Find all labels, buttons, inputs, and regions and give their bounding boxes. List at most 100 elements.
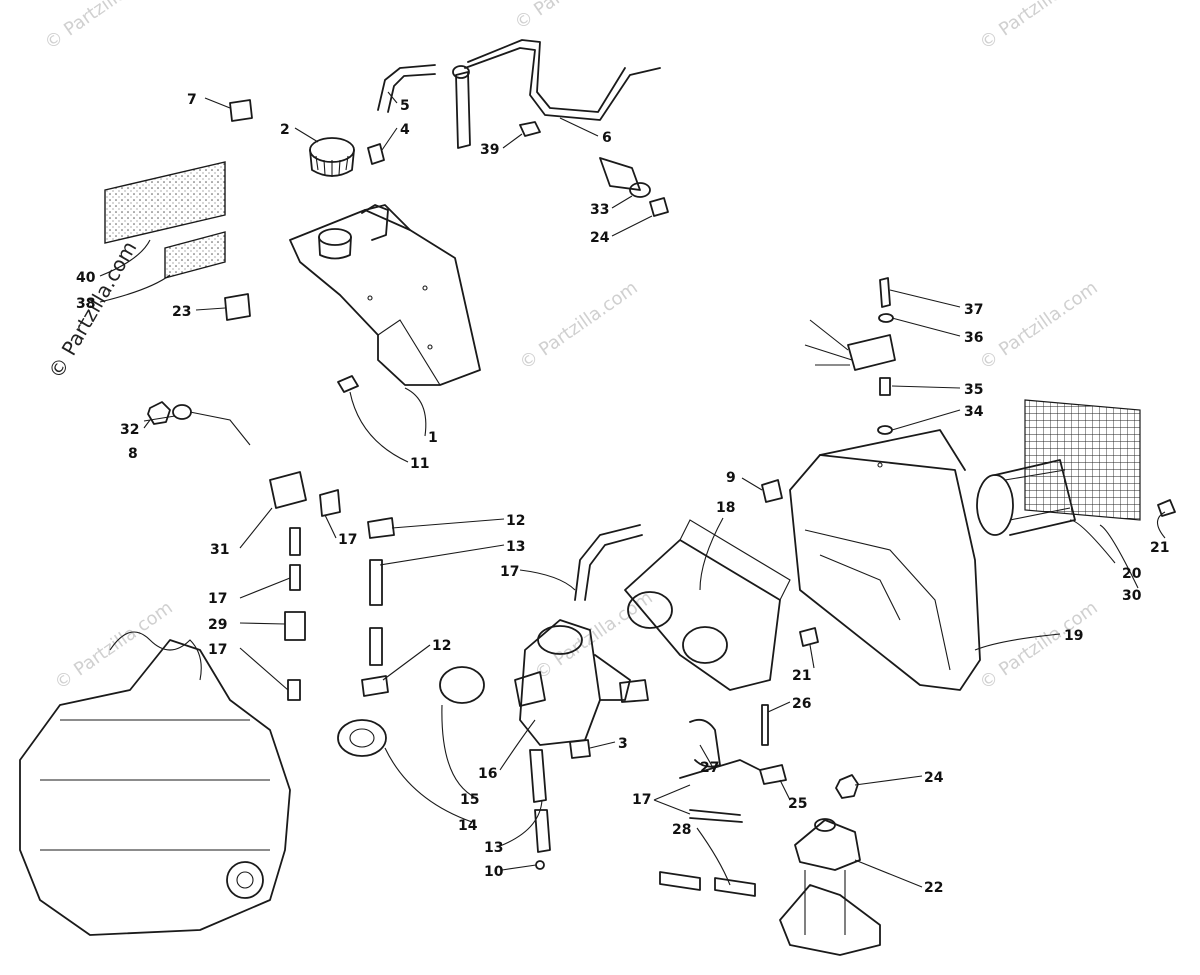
callout-20: 20 (1122, 566, 1142, 582)
callout-labels: 7 2 5 4 6 39 33 24 40 38 23 1 11 32 8 31… (76, 92, 1169, 896)
watermark-8: © Partzilla.com (976, 597, 1102, 694)
fuel-filter-29 (284, 611, 306, 641)
callout-28: 28 (672, 822, 691, 838)
fuel-tank (289, 204, 481, 386)
clamp-3 (569, 739, 591, 759)
clamp-27 (689, 718, 721, 768)
callout-21-a: 21 (792, 668, 811, 684)
hose-13-a (369, 559, 383, 606)
callout-1: 1 (428, 430, 438, 446)
callout-8: 8 (128, 446, 138, 462)
callout-11: 11 (410, 456, 429, 472)
watermark-5: © Partzilla.com (976, 277, 1102, 374)
hose-13-b (529, 749, 547, 803)
engine-block (19, 631, 291, 936)
watermark-2: © Partzilla.com (511, 0, 637, 34)
clamp-12-a (367, 517, 395, 539)
intake-adapter (624, 519, 791, 691)
fitting-4 (367, 143, 385, 165)
callout-13-a: 13 (506, 539, 525, 555)
hose-28-b (714, 877, 756, 897)
callout-17-b: 17 (500, 564, 519, 580)
callout-34: 34 (964, 404, 984, 420)
fitting-11 (337, 375, 359, 393)
hose-17-d (689, 809, 743, 823)
callout-3: 3 (618, 736, 628, 752)
callout-18: 18 (716, 500, 735, 516)
nut-32 (147, 401, 171, 425)
callout-2: 2 (280, 122, 290, 138)
watermarks: © Partzilla.com © Partzilla.com © Partzi… (41, 0, 1102, 694)
callout-40: 40 (76, 270, 96, 286)
callout-24-b: 24 (924, 770, 944, 786)
callout-33: 33 (590, 202, 609, 218)
callout-31: 31 (210, 542, 229, 558)
callout-35: 35 (964, 382, 983, 398)
callout-17-c: 17 (208, 591, 227, 607)
gasket-23 (224, 293, 251, 321)
callout-17-e: 17 (632, 792, 651, 808)
plug-10 (535, 860, 545, 870)
callout-16: 16 (478, 766, 497, 782)
air-screen (1024, 399, 1141, 521)
switch-assembly (804, 277, 896, 435)
watermark-4: © Partzilla.com (516, 277, 642, 374)
hose-17-b (574, 524, 641, 601)
hose-17-a (319, 489, 341, 517)
part-drawings (19, 39, 1176, 956)
callout-29: 29 (208, 617, 227, 633)
fuel-cap (309, 137, 355, 177)
callout-32: 32 (120, 422, 139, 438)
callout-6: 6 (602, 130, 612, 146)
decal-40 (104, 161, 226, 244)
watermark-7: © Partzilla.com (531, 587, 657, 684)
callout-23: 23 (172, 304, 191, 320)
valve-31 (269, 471, 307, 509)
callout-21-b: 21 (1150, 540, 1169, 556)
fuel-sender (452, 39, 661, 149)
callout-27: 27 (700, 760, 719, 776)
callout-39: 39 (480, 142, 499, 158)
callout-5: 5 (400, 98, 410, 114)
nut-24-b (835, 774, 859, 799)
hose-28-a (659, 871, 701, 891)
callout-12-a: 12 (506, 513, 525, 529)
fuel-pump (779, 818, 881, 956)
air-intake-box (789, 429, 981, 691)
callout-22: 22 (924, 880, 943, 896)
callout-19: 19 (1064, 628, 1083, 644)
decal-38 (164, 231, 226, 279)
callout-12-b: 12 (432, 638, 451, 654)
callout-38: 38 (76, 296, 95, 312)
clamp-12-b (361, 675, 389, 697)
callout-15: 15 (460, 792, 479, 808)
screw-21-b (1157, 499, 1176, 517)
callout-37: 37 (964, 302, 983, 318)
tank-bracket (519, 121, 669, 217)
flange-14 (337, 719, 387, 757)
leader-lines (99, 91, 1166, 888)
screw-26 (761, 704, 769, 746)
callout-7: 7 (187, 92, 197, 108)
callout-25: 25 (788, 796, 807, 812)
callout-17-d: 17 (208, 642, 227, 658)
clamp-15 (439, 666, 485, 704)
hose-5 (377, 64, 436, 111)
clip-9 (761, 479, 783, 503)
watermark-3: © Partzilla.com (976, 0, 1102, 54)
callout-17-a: 17 (338, 532, 357, 548)
clip-25 (759, 764, 787, 785)
callout-36: 36 (964, 330, 983, 346)
watermark-1: © Partzilla.com (41, 0, 167, 54)
callout-13-b: 13 (484, 840, 503, 856)
callout-24-a: 24 (590, 230, 610, 246)
callout-9: 9 (726, 470, 736, 486)
callout-26: 26 (792, 696, 811, 712)
hose-17-c (679, 759, 761, 779)
decal-7 (229, 99, 253, 122)
callout-30: 30 (1122, 588, 1142, 604)
carburetor (514, 619, 649, 746)
callout-10: 10 (484, 864, 504, 880)
